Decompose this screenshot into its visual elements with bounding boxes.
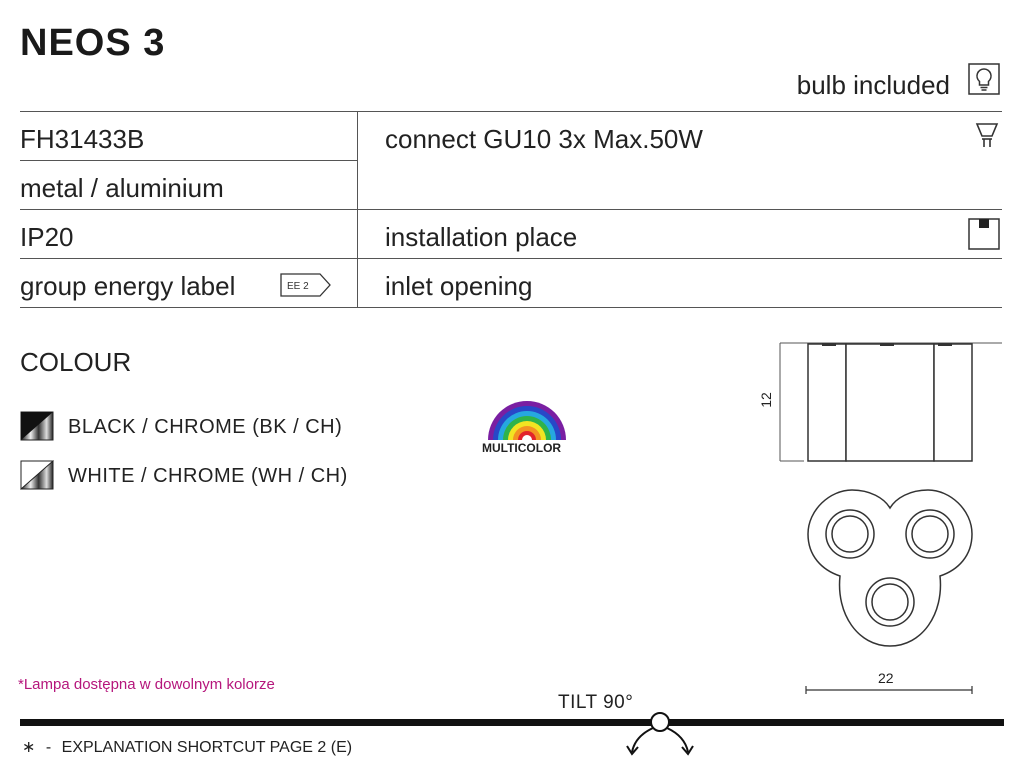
- tilt-joint-icon: [626, 712, 694, 756]
- availability-note: *Lampa dostępna w dowolnym kolorze: [18, 676, 275, 693]
- table-top-line: [20, 111, 1002, 112]
- energy-label-badge: EE 2: [280, 273, 331, 297]
- material: metal / aluminium: [20, 173, 224, 203]
- width-dimension: 22: [878, 670, 894, 686]
- installation-place: installation place: [385, 222, 578, 252]
- side-view-drawing: [779, 342, 1002, 462]
- rainbow-icon: [488, 401, 566, 440]
- product-title: NEOS 3: [20, 22, 166, 64]
- gu10-bulb-icon: [975, 123, 999, 147]
- table-row-line: [20, 160, 357, 161]
- bottom-view-drawing: [807, 489, 973, 647]
- white-chrome-swatch-icon: [20, 460, 54, 490]
- black-chrome-swatch-icon: [20, 411, 54, 441]
- connect-spec: connect GU10 3x Max.50W: [385, 124, 703, 154]
- ip-rating: IP20: [20, 222, 74, 252]
- energy-label-text: group energy label: [20, 271, 236, 301]
- colour-white-chrome-label: WHITE / CHROME (WH / CH): [68, 465, 348, 487]
- table-row-line: [20, 258, 1002, 259]
- footer-dash: -: [45, 739, 52, 756]
- ceiling-mount-icon: [968, 218, 1000, 250]
- height-dimension: 12: [757, 392, 774, 408]
- footer-asterisk: ∗: [22, 739, 36, 756]
- product-code: FH31433B: [20, 124, 145, 154]
- multicolor-label: MULTICOLOR: [482, 441, 562, 455]
- footer: ∗ - EXPLANATION SHORTCUT PAGE 2 (E): [22, 737, 352, 757]
- inlet-opening: inlet opening: [385, 271, 533, 301]
- width-dimension-line: [805, 686, 973, 694]
- colour-heading: COLOUR: [20, 347, 132, 377]
- footer-text: EXPLANATION SHORTCUT PAGE 2 (E): [61, 739, 353, 756]
- lightbulb-icon: [968, 63, 1000, 95]
- table-bottom-line: [20, 307, 1002, 308]
- bottom-bar: [20, 719, 1004, 726]
- energy-badge-text: EE 2: [287, 281, 309, 292]
- bulb-included-text: bulb included: [796, 70, 950, 100]
- table-row-line: [20, 209, 1002, 210]
- table-column-divider: [357, 111, 358, 307]
- tilt-label: TILT 90°: [558, 692, 634, 713]
- colour-black-chrome-label: BLACK / CHROME (BK / CH): [68, 416, 343, 438]
